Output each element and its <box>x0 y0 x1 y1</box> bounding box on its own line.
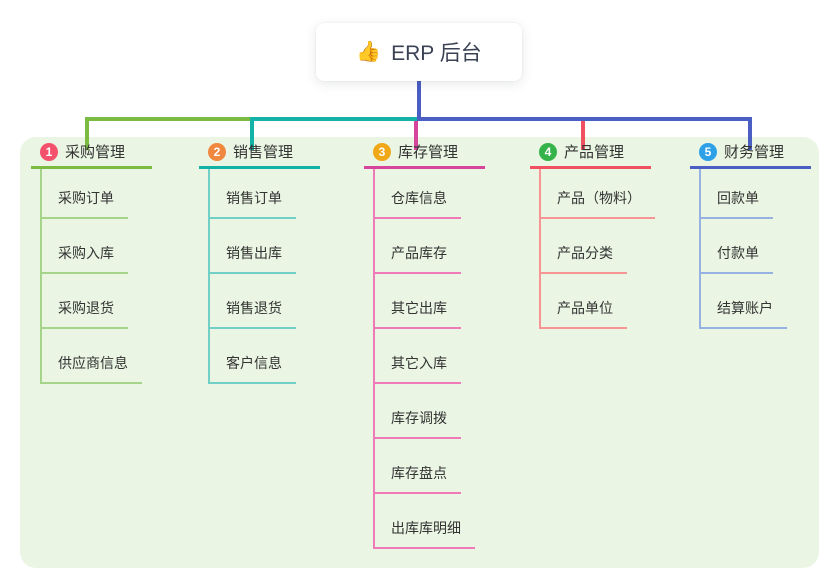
child-label: 仓库信息 <box>391 190 447 206</box>
thumbs-up-icon: 👍 <box>356 41 382 63</box>
branch-3: 3 库存管理 仓库信息 产品库存 其它出库 其它入库 库存调拨 库存盘点 出库库… <box>364 142 485 549</box>
branch-label: 财务管理 <box>724 144 785 161</box>
child-topic[interactable]: 产品（物料） <box>541 169 655 219</box>
branch-topic[interactable]: 1 采购管理 <box>31 142 152 169</box>
branch-number-badge: 2 <box>208 142 226 161</box>
branch-label: 销售管理 <box>233 144 294 161</box>
child-topic[interactable]: 产品分类 <box>541 219 627 274</box>
child-topic[interactable]: 产品单位 <box>541 274 627 329</box>
branch-children: 采购订单 采购入库 采购退货 供应商信息 <box>40 169 142 384</box>
branch-topic[interactable]: 2 销售管理 <box>199 142 320 169</box>
branch-topic[interactable]: 3 库存管理 <box>364 142 485 169</box>
child-label: 出库库明细 <box>391 520 461 536</box>
child-topic[interactable]: 结算账户 <box>701 274 787 329</box>
child-topic[interactable]: 销售退货 <box>210 274 296 329</box>
child-label: 销售退货 <box>226 300 282 316</box>
branch-group-container <box>20 137 819 568</box>
branch-children: 回款单 付款单 结算账户 <box>699 169 787 329</box>
child-label: 客户信息 <box>226 355 282 371</box>
child-label: 采购退货 <box>58 300 114 316</box>
child-label: 结算账户 <box>717 300 773 316</box>
child-topic[interactable]: 其它入库 <box>375 329 461 384</box>
branch-topic[interactable]: 4 产品管理 <box>530 142 651 169</box>
branch-4: 4 产品管理 产品（物料） 产品分类 产品单位 <box>530 142 655 329</box>
branch-label: 库存管理 <box>398 144 459 161</box>
child-topic[interactable]: 采购订单 <box>42 169 128 219</box>
branch-1: 1 采购管理 采购订单 采购入库 采购退货 供应商信息 <box>31 142 152 384</box>
child-topic[interactable]: 客户信息 <box>210 329 296 384</box>
branch-number-badge: 4 <box>539 142 557 161</box>
child-topic[interactable]: 库存调拨 <box>375 384 461 439</box>
child-topic[interactable]: 供应商信息 <box>42 329 142 384</box>
child-label: 其它出库 <box>391 300 447 316</box>
branch-label: 产品管理 <box>564 144 625 161</box>
child-label: 销售出库 <box>226 245 282 261</box>
child-topic[interactable]: 回款单 <box>701 169 773 219</box>
child-topic[interactable]: 库存盘点 <box>375 439 461 494</box>
child-topic[interactable]: 产品库存 <box>375 219 461 274</box>
branch-children: 仓库信息 产品库存 其它出库 其它入库 库存调拨 库存盘点 出库库明细 <box>373 169 475 549</box>
branch-5: 5 财务管理 回款单 付款单 结算账户 <box>690 142 811 329</box>
child-label: 销售订单 <box>226 190 282 206</box>
child-topic[interactable]: 仓库信息 <box>375 169 461 219</box>
child-topic[interactable]: 采购退货 <box>42 274 128 329</box>
branch-2: 2 销售管理 销售订单 销售出库 销售退货 客户信息 <box>199 142 320 384</box>
branch-topic[interactable]: 5 财务管理 <box>690 142 811 169</box>
child-topic[interactable]: 出库库明细 <box>375 494 475 549</box>
child-topic[interactable]: 销售出库 <box>210 219 296 274</box>
child-topic[interactable]: 销售订单 <box>210 169 296 219</box>
branch-children: 产品（物料） 产品分类 产品单位 <box>539 169 655 329</box>
child-label: 采购订单 <box>58 190 114 206</box>
branch-number-badge: 3 <box>373 142 391 161</box>
child-topic[interactable]: 采购入库 <box>42 219 128 274</box>
child-label: 库存盘点 <box>391 465 447 481</box>
branch-number-badge: 1 <box>40 142 58 161</box>
child-label: 产品库存 <box>391 245 447 261</box>
child-topic[interactable]: 付款单 <box>701 219 773 274</box>
branch-children: 销售订单 销售出库 销售退货 客户信息 <box>208 169 296 384</box>
child-label: 产品单位 <box>557 300 613 316</box>
branch-number-badge: 5 <box>699 142 717 161</box>
branch-label: 采购管理 <box>65 144 126 161</box>
child-label: 产品分类 <box>557 245 613 261</box>
root-node[interactable]: 👍 ERP 后台 <box>316 23 522 81</box>
child-topic[interactable]: 其它出库 <box>375 274 461 329</box>
child-label: 回款单 <box>717 190 759 206</box>
child-label: 库存调拨 <box>391 410 447 426</box>
child-label: 产品（物料） <box>557 190 641 206</box>
child-label: 供应商信息 <box>58 355 128 371</box>
root-node-label: ERP 后台 <box>391 42 482 65</box>
child-label: 付款单 <box>717 245 759 261</box>
child-label: 采购入库 <box>58 245 114 261</box>
child-label: 其它入库 <box>391 355 447 371</box>
